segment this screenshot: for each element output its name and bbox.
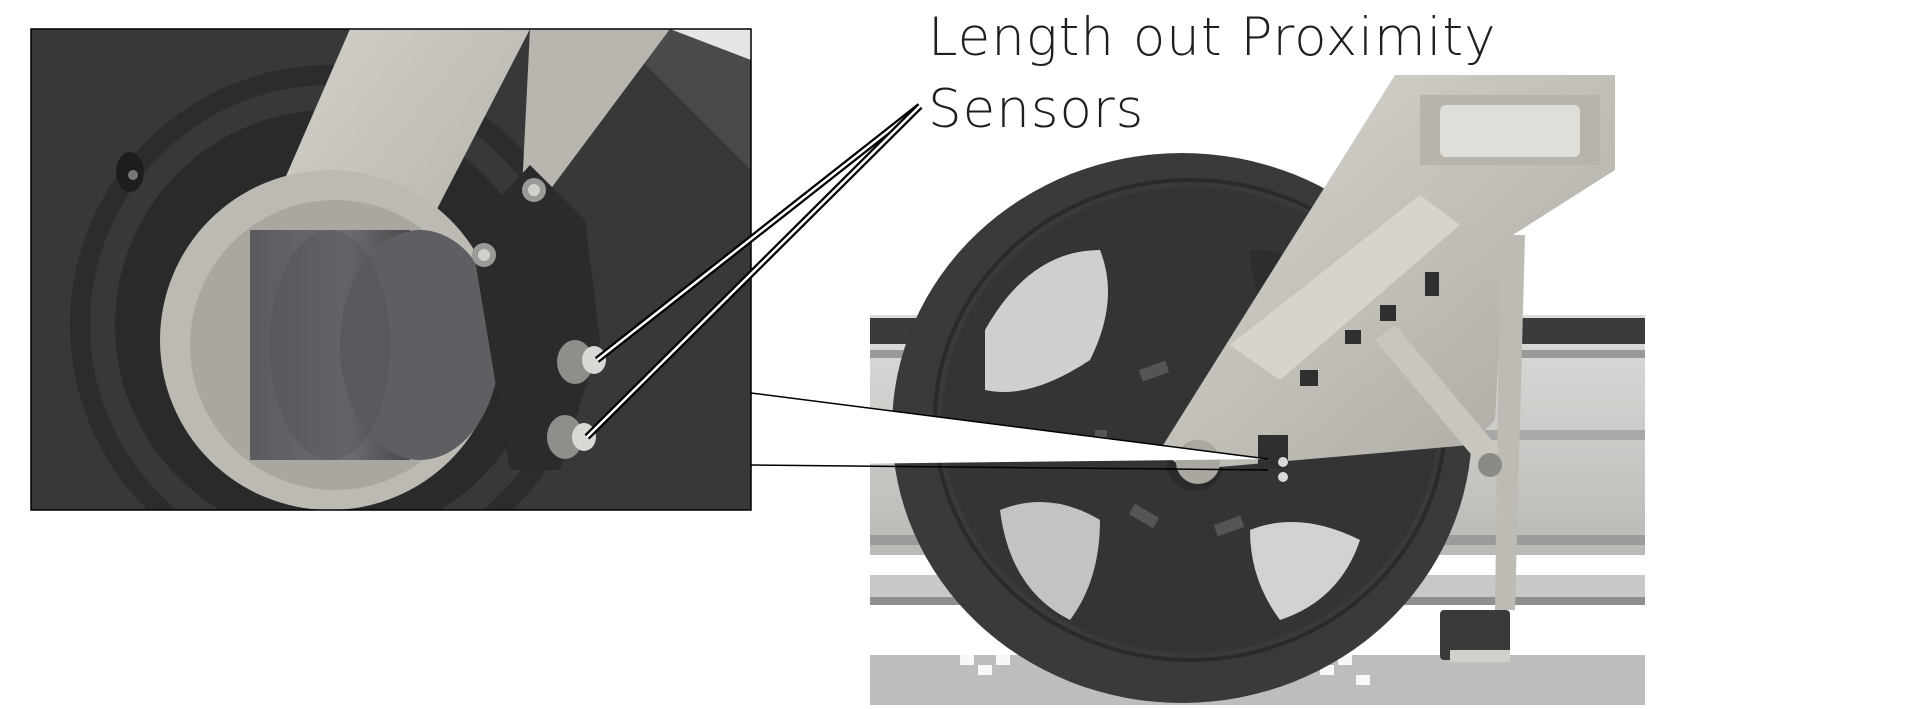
- zoom-line-bottom: [750, 464, 1269, 471]
- callout-label-line2: Sensors: [928, 79, 1145, 140]
- proximity-sensor-upper: [557, 340, 606, 384]
- grating-pattern: [960, 655, 1370, 685]
- zoom-wedge: [751, 393, 1268, 465]
- wheel-opening: [985, 250, 1108, 392]
- arm-sensor-block: [1258, 435, 1288, 482]
- callout-label-line1: Length out Proximity: [928, 7, 1497, 68]
- callout-label: Length out Proximity Sensors: [928, 2, 1497, 146]
- wheel-opening: [1000, 502, 1100, 620]
- zoom-line-top: [750, 392, 1269, 460]
- sensor-arm: [1160, 75, 1615, 662]
- callout-leaders: [584, 103, 923, 440]
- wheel-opening: [1250, 522, 1360, 620]
- detail-inset: [30, 28, 752, 511]
- arm-brackets: [1300, 272, 1439, 386]
